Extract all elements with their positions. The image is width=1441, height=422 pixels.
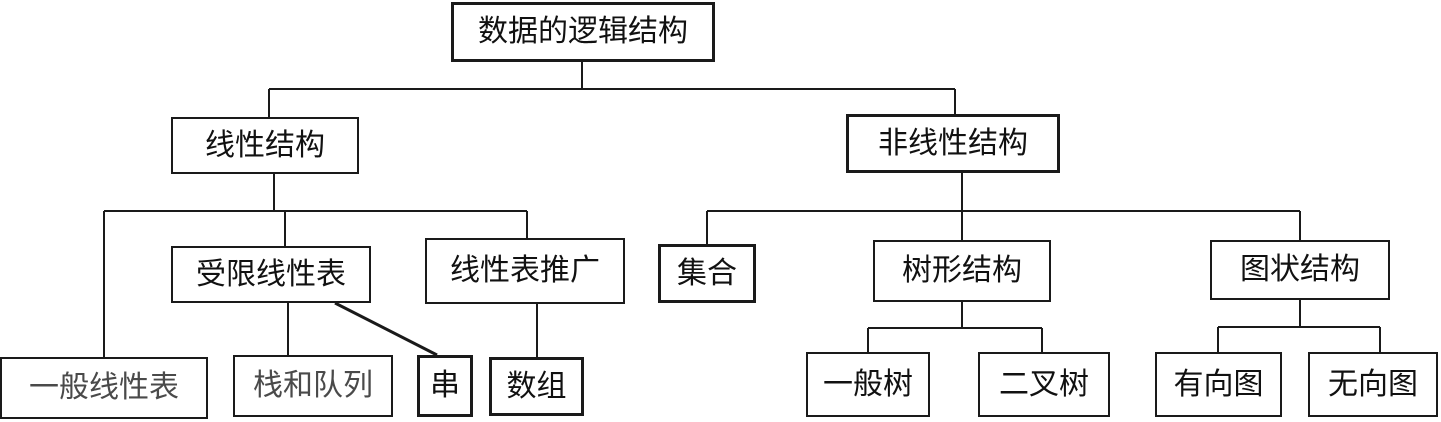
string-node: 串 bbox=[417, 355, 473, 417]
linear-structure-node: 线性结构 bbox=[171, 117, 359, 174]
binary-tree-node: 二叉树 bbox=[978, 352, 1110, 417]
graph-structure-node: 图状结构 bbox=[1210, 240, 1390, 300]
general-tree-node: 一般树 bbox=[806, 352, 930, 417]
restricted-linear-list-node: 受限线性表 bbox=[171, 246, 371, 303]
undirected-graph-node: 无向图 bbox=[1308, 352, 1438, 417]
array-node: 数组 bbox=[489, 357, 584, 416]
tree-structure-node: 树形结构 bbox=[873, 240, 1051, 302]
linear-list-extension-node: 线性表推广 bbox=[425, 238, 625, 304]
stack-and-queue-node: 栈和队列 bbox=[233, 355, 393, 417]
nonlinear-structure-node: 非线性结构 bbox=[846, 114, 1060, 173]
set-node: 集合 bbox=[658, 244, 756, 303]
directed-graph-node: 有向图 bbox=[1155, 352, 1282, 417]
general-linear-list-node: 一般线性表 bbox=[0, 357, 208, 419]
root-node: 数据的逻辑结构 bbox=[451, 2, 715, 62]
